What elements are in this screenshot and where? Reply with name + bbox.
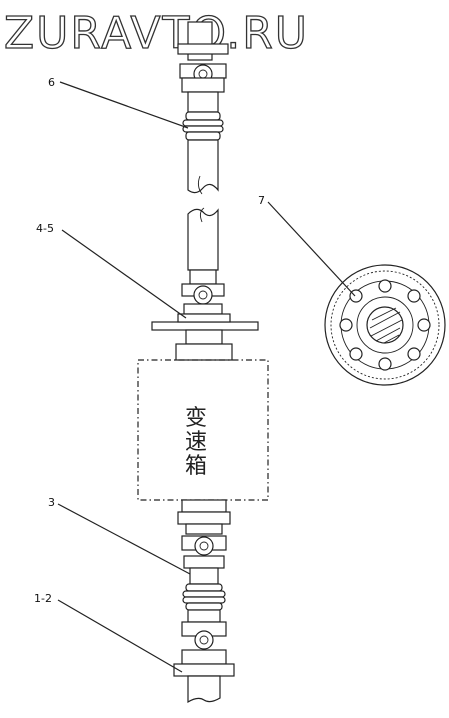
lower-shaft-section — [189, 567, 219, 585]
lower-boot-bellows — [182, 583, 226, 611]
middle-universal-joint — [181, 269, 225, 315]
upper-boot-bellows — [182, 111, 224, 141]
lower-universal-joint — [173, 609, 235, 704]
callout-label-6: 6 — [48, 76, 55, 89]
flange-plate — [151, 313, 259, 345]
leader-line-4-5 — [61, 229, 187, 319]
gearbox — [137, 343, 269, 513]
callout-label-7: 7 — [258, 194, 265, 207]
watermark: ZURAVTO.RU — [4, 8, 309, 59]
leader-line-1-2 — [57, 599, 183, 673]
gearbox-label-2: 速 — [185, 430, 207, 455]
upper-shaft-tube — [187, 139, 219, 271]
leader-line-3 — [57, 503, 191, 575]
leader-line-7 — [267, 201, 356, 297]
gearbox-label-3: 箱 — [185, 454, 207, 479]
callout-label-3: 3 — [48, 496, 55, 509]
leader-line-6 — [59, 81, 189, 129]
upper-universal-joint — [177, 21, 229, 113]
callout-label-4-5: 4-5 — [36, 222, 54, 235]
gearbox-label-1: 变 — [185, 406, 207, 431]
lower-upper-joint — [177, 511, 231, 569]
bearing-detail — [324, 264, 446, 386]
callout-label-1-2: 1-2 — [34, 592, 52, 605]
